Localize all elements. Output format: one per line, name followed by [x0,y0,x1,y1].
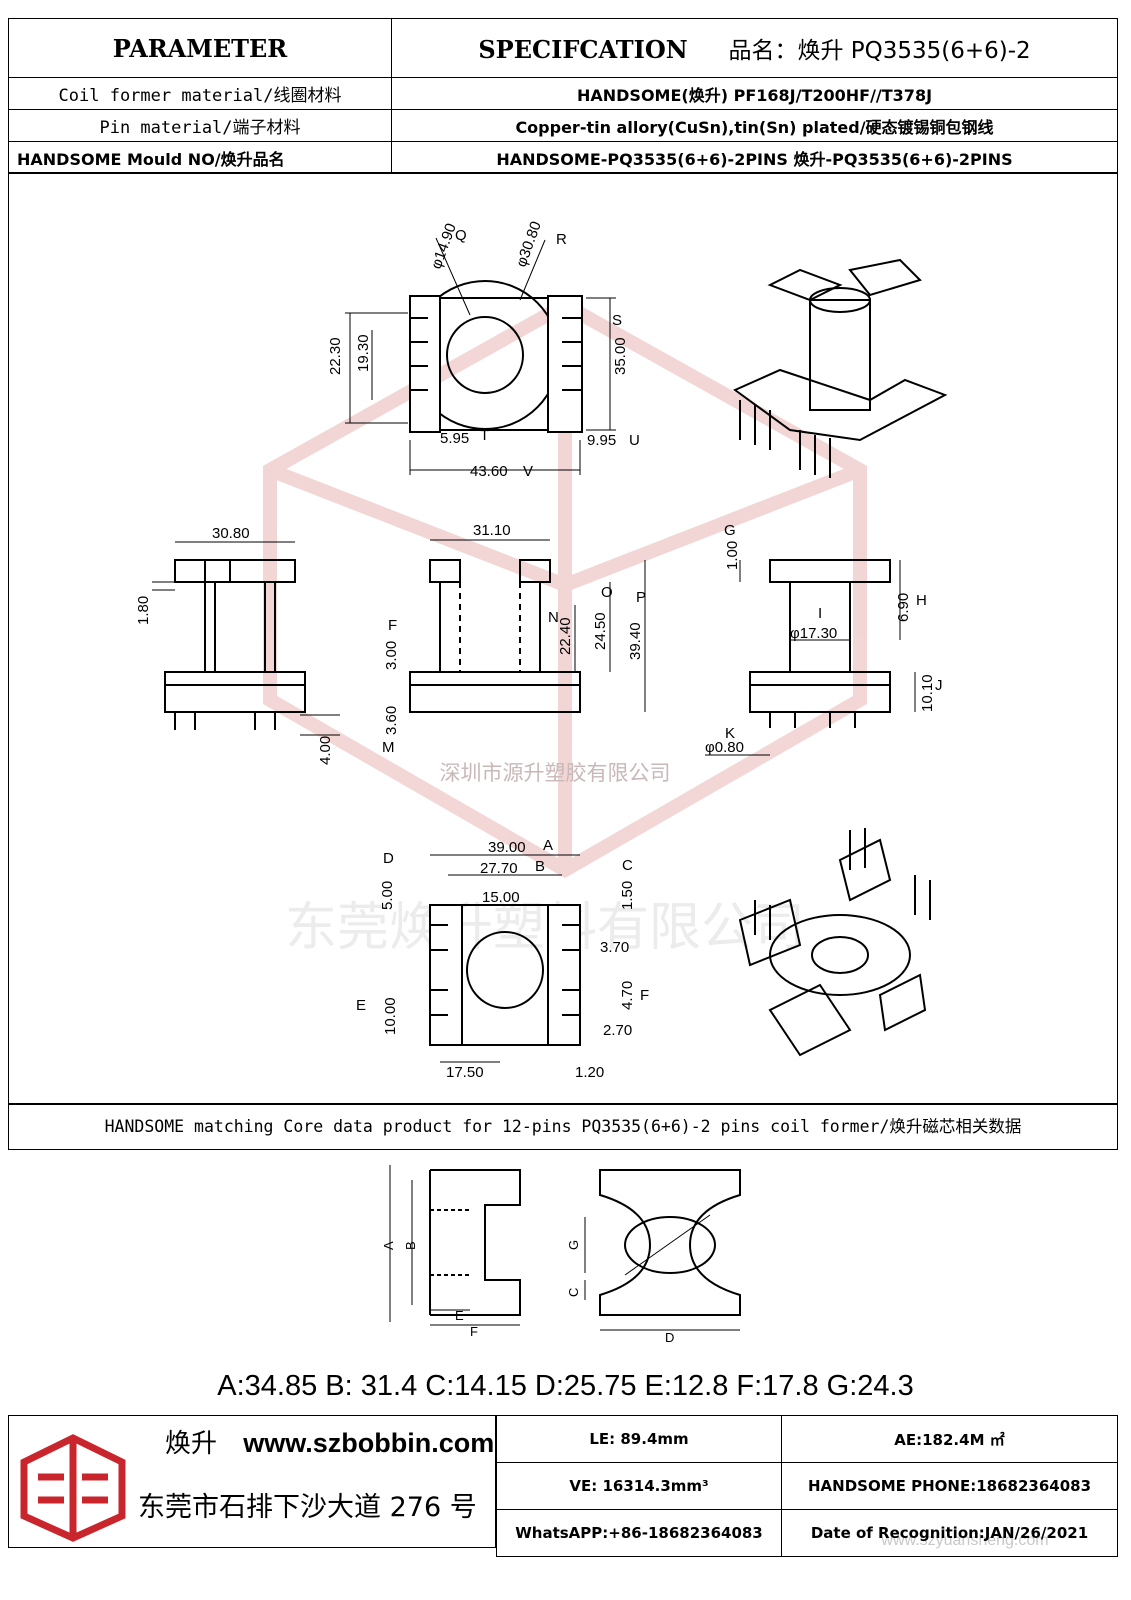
dim-15-00: 15.00 [482,889,520,906]
dim-3-00: 3.00 [383,641,400,670]
dim-31-10: 31.10 [473,522,511,539]
dim-3-70: 3.70 [600,939,629,956]
dim-b-letter: B [535,858,545,875]
ve-value: VE: 16314.3mm³ [496,1462,782,1510]
core-label-f: F [470,1324,478,1339]
dim-u-letter: U [629,432,640,449]
phone-value: HANDSOME PHONE:18682364083 [781,1462,1118,1510]
dim-g-letter: G [724,522,736,539]
dim-r-value: φ30.80 [513,219,545,269]
dim-1-50: 1.50 [619,881,636,910]
pin-material-value: Copper-tin allory(CuSn),tin(Sn) plated/硬… [391,109,1118,142]
dim-1-80: 1.80 [135,596,152,625]
spec-header-table: PARAMETER SPECIFCATION 品名：焕升 PQ3535(6+6)… [8,18,1118,174]
date-value: Date of Recognition:JAN/26/2021 [781,1509,1118,1557]
dim-1-00: 1.00 [724,541,741,570]
le-value: LE: 89.4mm [496,1415,782,1463]
dim-s-letter: S [612,312,622,329]
mould-no-label: HANDSOME Mould NO/焕升品名 [8,141,392,174]
dim-r-letter: R [556,231,567,248]
dim-v-letter: V [523,463,533,480]
specification-heading: SPECIFCATION 品名：焕升 PQ3535(6+6)-2 [391,18,1118,78]
core-label-c: C [566,1288,581,1297]
parameter-heading: PARAMETER [8,18,392,78]
dim-43-60: 43.60 [470,463,508,480]
isometric-view-bottom [738,828,931,1057]
footer-website: www.szbobbin.com [243,1428,495,1458]
dim-2-70: 2.70 [603,1022,632,1039]
dim-e-letter: E [356,997,366,1014]
dim-j-letter: J [935,677,943,694]
dim-1-20: 1.20 [575,1064,604,1081]
dim-f-letter: F [640,987,649,1004]
dim-39-00: 39.00 [488,839,526,856]
dim-9-95: 9.95 [587,432,616,449]
core-label-e: E [455,1308,464,1323]
dim-k-letter: K [725,725,735,742]
dim-i-letter: I [818,605,822,622]
dim-3-60: 3.60 [383,706,400,735]
dim-5-00: 5.00 [379,881,396,910]
dim-p-letter: P [636,589,646,606]
dim-o-letter: O [601,584,613,601]
brand-logo-icon [20,1434,126,1542]
dim-17-50: 17.50 [446,1064,484,1081]
dim-4-70: 4.70 [619,981,636,1010]
dim-6-90: 6.90 [895,593,912,622]
core-params-table: LE: 89.4mm AE:182.4M ㎡ VE: 16314.3mm³ HA… [496,1415,1118,1557]
watermark-company-small: 深圳市源升塑胶有限公司 [440,761,671,785]
dim-a-letter: A [543,837,553,854]
core-label-b: B [403,1241,418,1250]
core-front-drawing [584,1169,741,1331]
dim-30-80-side: 30.80 [212,525,250,542]
isometric-view-top [733,258,948,478]
dim-10-00: 10.00 [382,997,399,1035]
coil-material-label: Coil former material/线圈材料 [8,77,392,110]
dim-4-00: 4.00 [317,736,334,765]
core-label-d: D [665,1330,674,1345]
top-view-drawing [345,237,616,475]
core-dimensions: A:34.85 B: 31.4 C:14.15 D:25.75 E:12.8 F… [217,1370,914,1402]
matching-core-bar: HANDSOME matching Core data product for … [8,1104,1118,1150]
dim-c-letter: C [622,857,633,874]
dim-10-10: 10.10 [919,674,936,712]
specification-label: SPECIFCATION [478,35,688,64]
dim-d-letter: D [383,850,394,867]
dim-19-30: 19.30 [355,334,372,372]
watermark-company-large: 东莞焕升塑料有限公司 [285,898,805,958]
dim-22-30: 22.30 [327,337,344,375]
dim-35-00: 35.00 [612,337,629,375]
footer-brand-name: 焕升 [165,1429,218,1459]
product-name: 品名：焕升 PQ3535(6+6)-2 [728,38,1031,64]
whatsapp-value: WhatsAPP:+86-18682364083 [496,1509,782,1557]
footer-brand-line: 焕升 www.szbobbin.com [165,1423,494,1460]
dim-f-letter-front: F [388,617,397,634]
dim-27-70: 27.70 [480,860,518,877]
dim-h-letter: H [916,592,927,609]
core-side-drawing [389,1165,521,1326]
core-label-a: A [381,1241,396,1250]
right-side-view [705,559,916,756]
left-side-view [152,541,340,736]
core-label-g: G [566,1240,581,1250]
dim-22-40: 22.40 [557,617,574,655]
dim-q-letter: Q [455,227,467,244]
dim-17-30: φ17.30 [790,625,837,642]
dim-m-letter: M [382,739,395,756]
mould-no-value: HANDSOME-PQ3535(6+6)-2PINS 焕升-PQ3535(6+6… [391,141,1118,174]
dim-39-40: 39.40 [627,622,644,660]
dim-t-letter: T [480,427,489,444]
ae-value: AE:182.4M ㎡ [781,1415,1118,1463]
dim-24-50: 24.50 [592,612,609,650]
drawing-area [8,172,1118,1104]
footer-address: 东莞市石排下沙大道 276 号 [138,1492,477,1523]
dim-0-80: φ0.80 [705,739,744,756]
footer-brand-box [8,1415,496,1548]
dim-5-95: 5.95 [440,430,469,447]
bottom-view [429,854,581,1063]
dim-n-letter: N [548,609,559,626]
front-view [409,539,646,713]
